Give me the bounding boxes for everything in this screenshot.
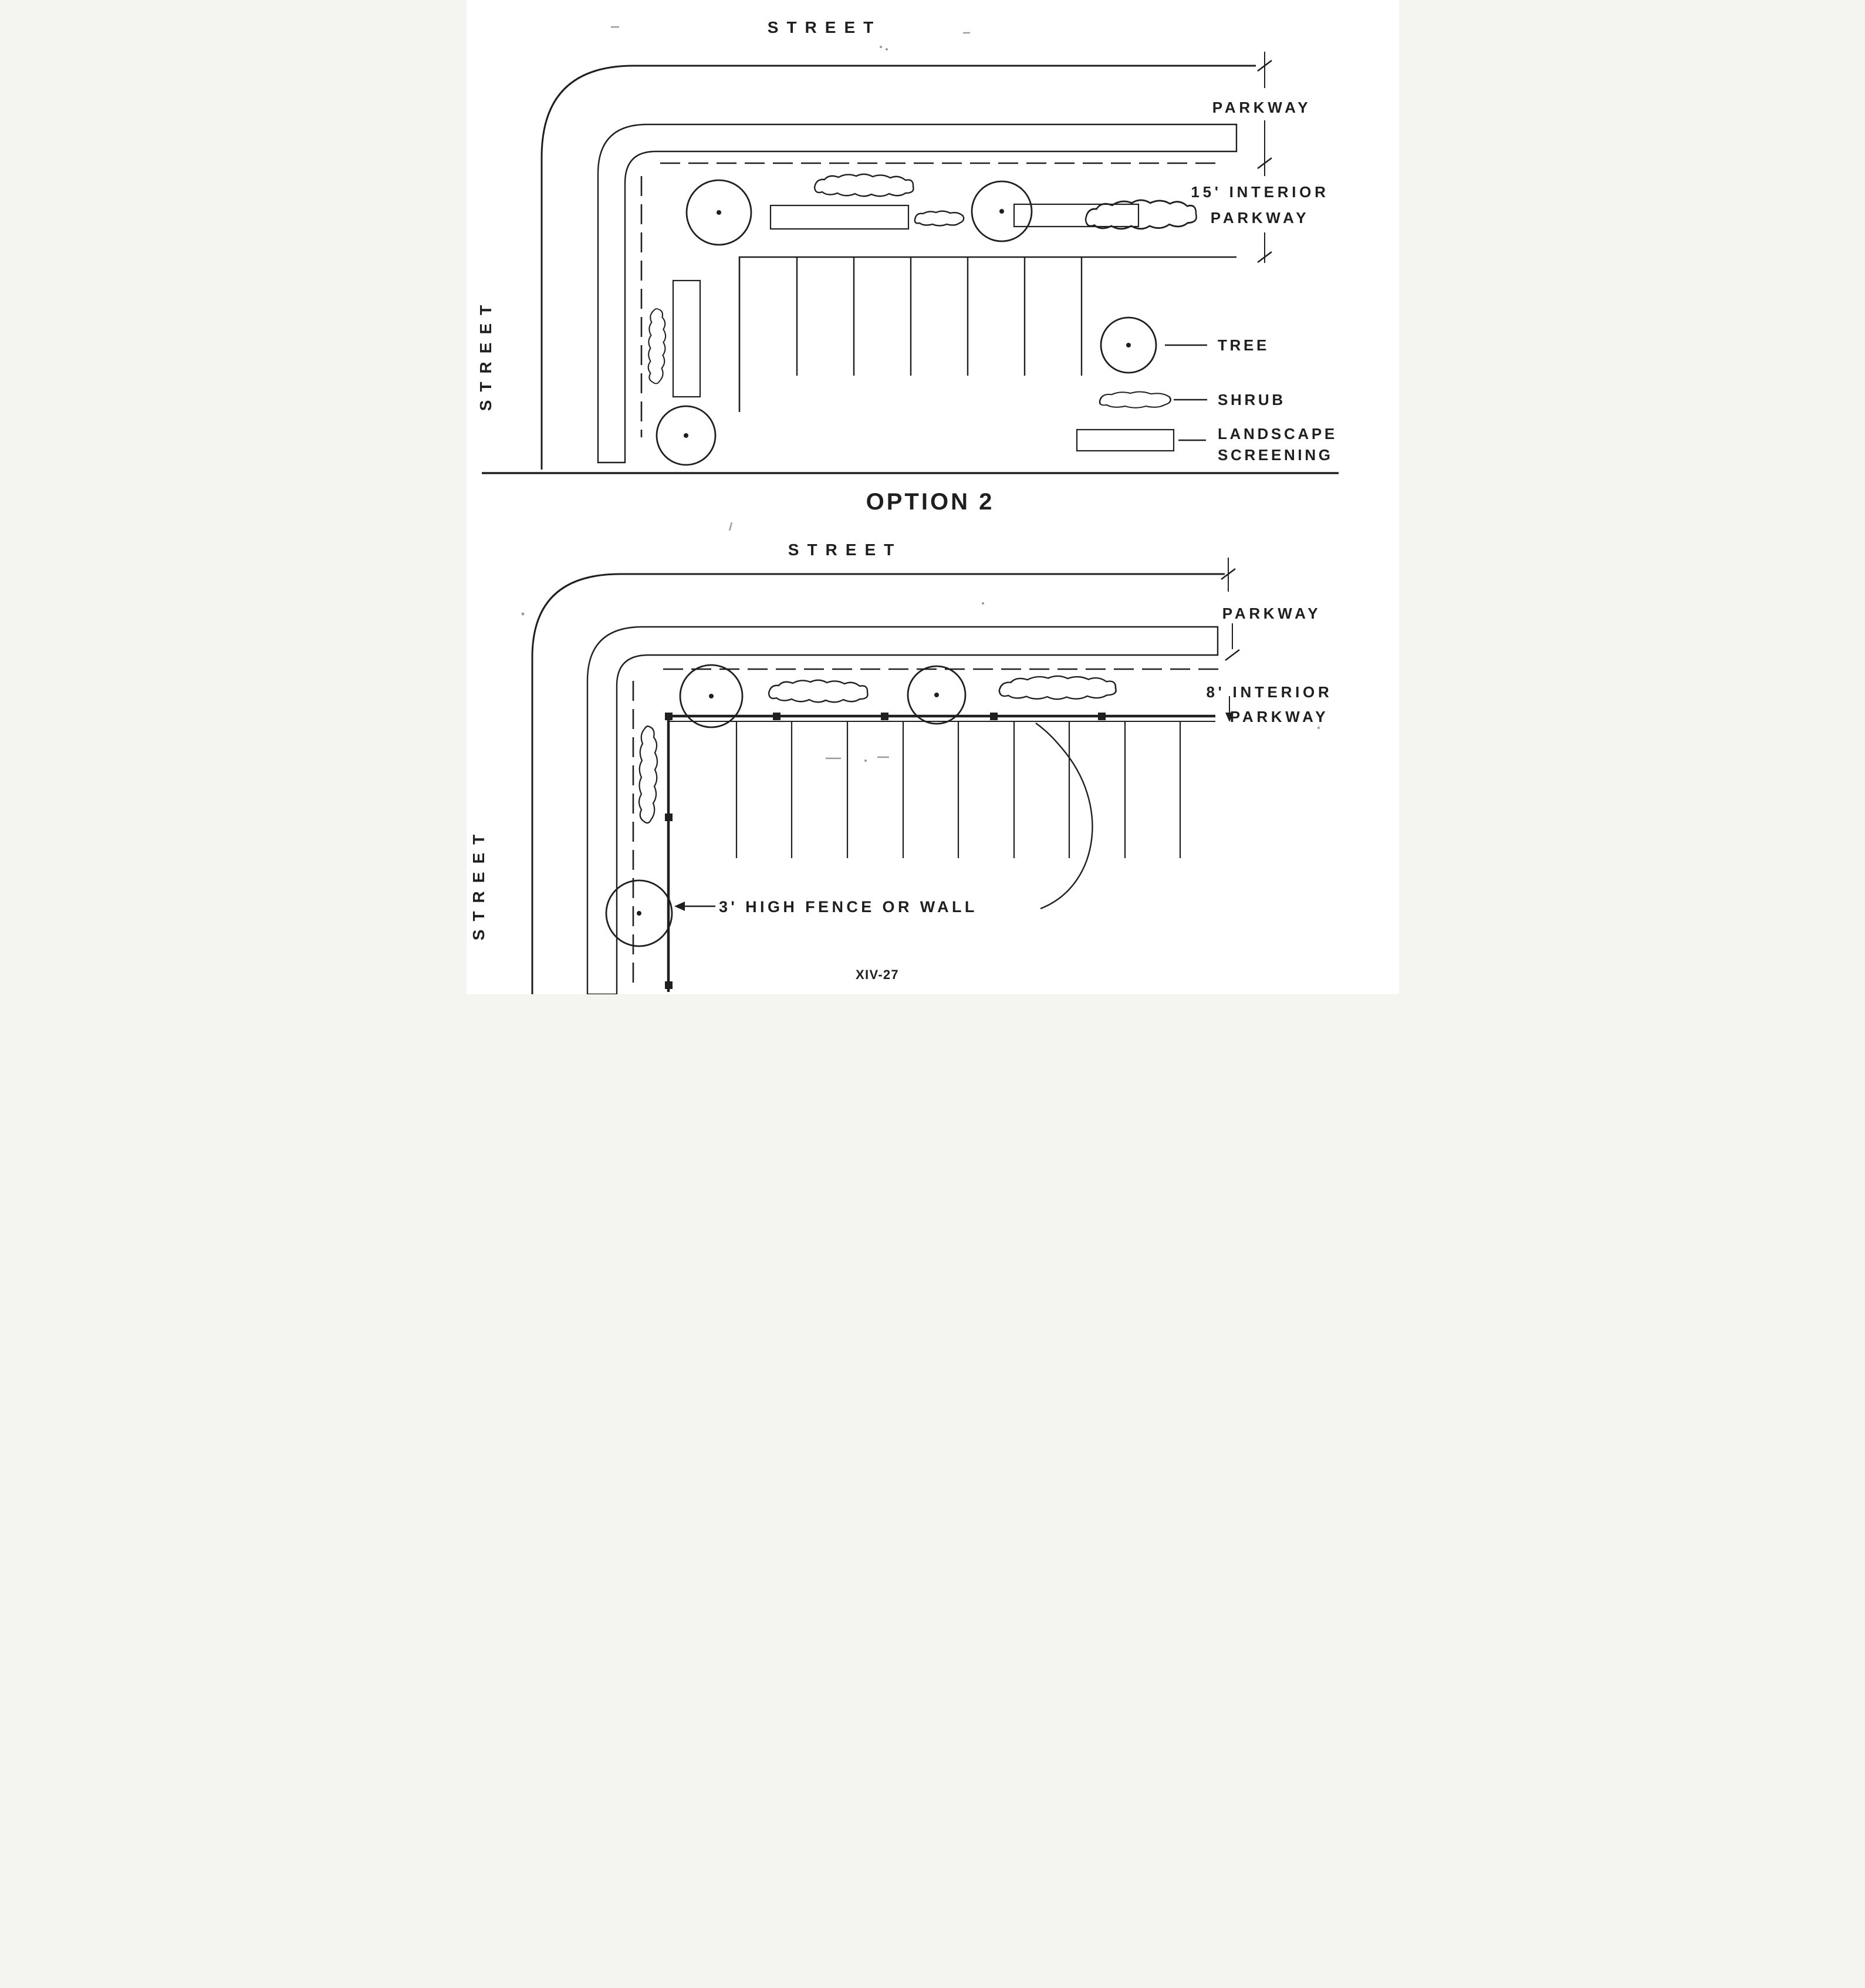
diagram-option1: PARKWAY 15' INTERIOR PARKWAY TREE SHRUB … — [477, 18, 1339, 474]
tree-symbol — [971, 180, 1032, 242]
scan-artifacts — [521, 26, 1320, 762]
interior-parkway-dim-label-line1: 15' INTERIOR — [1191, 183, 1329, 201]
fence-line — [667, 714, 1215, 992]
shrub-symbol — [638, 725, 658, 824]
fence-label: 3' HIGH FENCE OR WALL — [719, 898, 978, 916]
parking-stall-lines — [735, 721, 1181, 858]
interior-parkway-dim-label-line2: PARKWAY — [1210, 209, 1309, 227]
legend-tree-symbol — [1100, 316, 1157, 374]
tree-symbol — [685, 179, 752, 246]
legend-shrub-symbol — [1099, 391, 1171, 409]
shrub-symbol — [914, 210, 964, 227]
street-curb-line — [531, 573, 1225, 994]
fence-callout-arrowhead — [674, 902, 685, 911]
street-label-top: STREET — [788, 541, 901, 559]
legend-screening-label-line2: SCREENING — [1218, 446, 1333, 464]
dimension-tick — [1256, 59, 1272, 264]
option2-title: OPTION 2 — [866, 489, 994, 515]
parking-lot-edge — [738, 256, 1236, 412]
legend-shrub-label: SHRUB — [1218, 391, 1286, 409]
tree-symbol — [605, 879, 673, 947]
shrub-symbol — [768, 679, 869, 703]
legend-tree-label: TREE — [1218, 336, 1269, 354]
shrub-symbol — [813, 173, 914, 197]
landscape-screening-strip — [672, 279, 701, 398]
street-label-top: STREET — [767, 18, 881, 36]
street-label-left: STREET — [477, 297, 495, 411]
shrub-symbol — [647, 308, 666, 384]
dimension-arrowhead — [1225, 713, 1234, 722]
street-label-left: STREET — [469, 826, 488, 940]
landscape-screening-strip — [1013, 203, 1139, 228]
tree-symbol — [907, 665, 966, 725]
sidewalk-band — [586, 626, 1218, 994]
tree-symbol — [656, 405, 716, 466]
legend-screening-symbol — [1076, 428, 1174, 452]
scanned-plan-page: PARKWAY 15' INTERIOR PARKWAY TREE SHRUB … — [466, 0, 1399, 994]
dimension-tick — [1220, 568, 1240, 661]
shrub-symbol — [998, 674, 1117, 701]
legend-screening-label-line1: LANDSCAPE — [1218, 425, 1337, 443]
dimension-marks — [1256, 52, 1272, 264]
parking-stall-lines — [796, 257, 1082, 376]
sidewalk-band — [597, 123, 1237, 464]
dimension-marks — [1220, 558, 1240, 722]
parkway-dim-label: PARKWAY — [1212, 99, 1311, 116]
parkway-dim-label: PARKWAY — [1222, 605, 1321, 622]
tree-symbol — [679, 664, 743, 728]
legend: TREE SHRUB LANDSCAPE SCREENING — [1076, 316, 1337, 464]
fence-callout-curve — [1035, 723, 1093, 910]
site-plan-drawing: PARKWAY 15' INTERIOR PARKWAY TREE SHRUB … — [469, 18, 1339, 994]
street-curb-line — [540, 65, 1256, 470]
page-number: XIV-27 — [856, 967, 899, 982]
landscape-screening-strip — [769, 204, 909, 230]
interior-parkway-dim-label-line2: PARKWAY — [1229, 708, 1329, 725]
diagram-option2: PARKWAY 8' INTERIOR PARKWAY 3' HIGH FENC… — [469, 541, 1332, 994]
fence-posts — [664, 713, 1106, 989]
interior-parkway-dim-label-line1: 8' INTERIOR — [1206, 683, 1332, 701]
